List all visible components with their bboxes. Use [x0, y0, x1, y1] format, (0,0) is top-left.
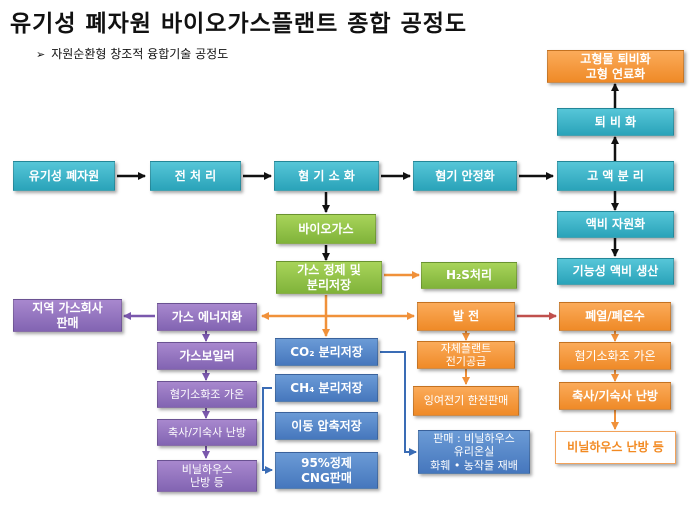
node-waste-heat: 폐열/폐온수	[559, 302, 671, 331]
node-gas-energy: 가스 에너지화	[157, 303, 257, 331]
node-ch4-storage: CH₄ 분리저장	[275, 374, 378, 402]
node-liquid-fertilizer: 액비 자원화	[557, 211, 674, 238]
node-gas-refining: 가스 정제 및 분리저장	[276, 261, 382, 294]
node-self-power-supply: 자체플랜트 전기공급	[417, 341, 515, 369]
node-cng-sale: 95%정제 CNG판매	[275, 452, 378, 489]
node-digester-heating-right: 혐기소화조 가온	[559, 342, 671, 370]
node-solid-liquid-separation: 고 액 분 리	[557, 161, 674, 191]
node-anaerobic-digestion: 혐 기 소 화	[274, 161, 379, 191]
node-greenhouse-heating-right: 비닐하우스 난방 등	[555, 431, 676, 464]
node-co2-storage: CO₂ 분리저장	[275, 338, 378, 366]
node-livestock-heating-left: 축사/기숙사 난방	[157, 419, 257, 446]
node-greenhouse-heating-left: 비닐하우스 난방 등	[157, 460, 257, 492]
node-gas-boiler: 가스보일러	[157, 342, 257, 370]
node-surplus-power-sale: 잉여전기 한전판매	[413, 386, 519, 416]
node-digester-heating-left: 혐기소화조 가온	[157, 381, 257, 408]
node-solid-fuel: 고형물 퇴비화 고형 연료화	[547, 50, 684, 83]
node-composting: 퇴 비 화	[557, 108, 674, 136]
node-livestock-heating-right: 축사/기숙사 난방	[559, 382, 671, 410]
subtitle-text: 자원순환형 창조적 융합기술 공정도	[51, 47, 229, 61]
node-biogas: 바이오가스	[276, 214, 376, 244]
node-mobile-compressed-storage: 이동 압축저장	[275, 412, 378, 440]
node-h2s-treatment: H₂S처리	[421, 262, 517, 289]
arrow-ch4-to-cng	[262, 387, 273, 474]
node-regional-gas-sale: 지역 가스회사 판매	[13, 299, 122, 332]
page-title: 유기성 폐자원 바이오가스플랜트 종합 공정도	[10, 11, 468, 37]
subtitle: ➢ 자원순환형 창조적 융합기술 공정도	[36, 45, 228, 62]
node-greenhouse-sale: 판매 : 비닐하우스 유리온실 화훼 • 농작물 재배	[418, 430, 530, 474]
node-power-generation: 발 전	[417, 302, 515, 331]
arrow-bullet-icon: ➢	[36, 48, 46, 61]
node-functional-fertilizer: 기능성 액비 생산	[557, 258, 674, 285]
node-pretreatment: 전 처 리	[150, 161, 241, 191]
node-anaerobic-stabilization: 혐기 안정화	[413, 161, 517, 191]
arrow-co2-to-greenhouse-sale	[380, 351, 417, 456]
node-organic-waste: 유기성 폐자원	[13, 161, 115, 191]
